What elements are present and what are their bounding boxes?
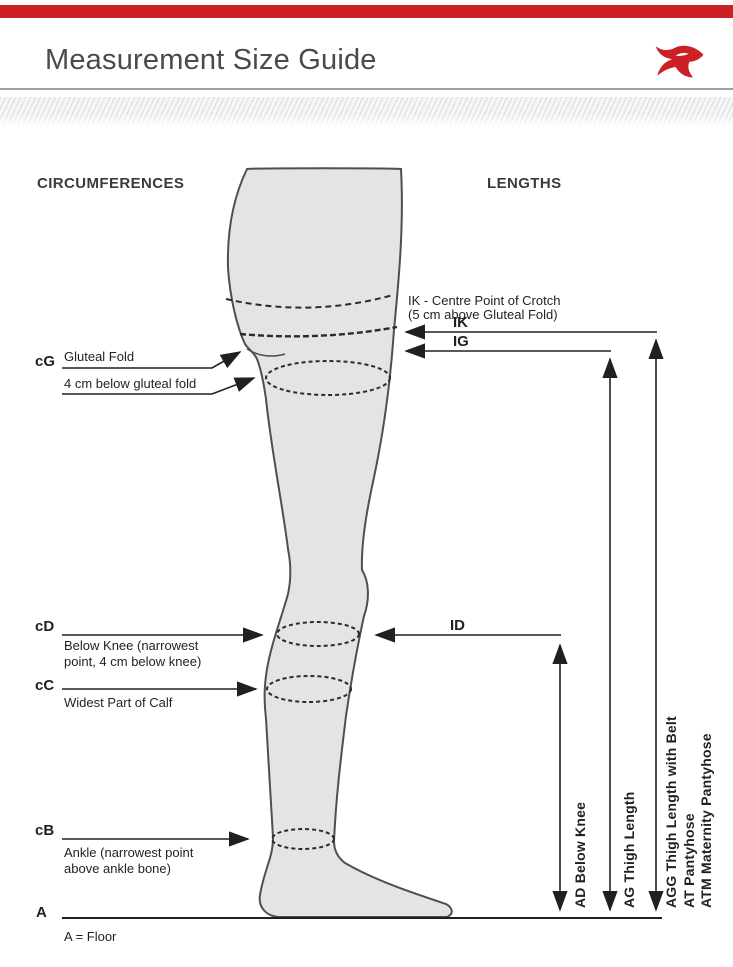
cC-ellipse	[266, 675, 352, 703]
below-gluteal-arrow	[62, 377, 256, 395]
striped-divider-band	[0, 97, 733, 127]
floor-code: A	[36, 904, 47, 921]
AGG-length-label: AGG Thigh Length with Belt	[663, 716, 679, 908]
cD-code: cD	[35, 618, 55, 635]
IK-note-line1: IK - Centre Point of Crotch	[408, 293, 561, 308]
page-header: Measurement Size Guide	[0, 18, 733, 90]
cD-label-line1: Below Knee (narrowest	[64, 638, 199, 653]
AT-length-label: AT Pantyhose	[681, 813, 697, 908]
gluteal-fold-crease	[246, 348, 286, 357]
AG-length-label: AG Thigh Length	[621, 791, 637, 908]
cB-label-line2: above ankle bone)	[64, 861, 171, 876]
ID-code: ID	[450, 617, 465, 634]
cG-label-gluteal-fold: Gluteal Fold	[64, 349, 135, 364]
cD-ellipse	[276, 621, 360, 647]
IG-code: IG	[453, 333, 469, 350]
cG-ellipse	[265, 360, 391, 396]
cB-ellipse	[271, 828, 335, 850]
cB-label: Ankle (narrowest point above ankle bone)	[64, 845, 193, 877]
cD-label-line2: point, 4 cm below knee)	[64, 654, 202, 669]
IK-code: IK	[453, 314, 468, 331]
cB-code: cB	[35, 822, 55, 839]
brand-swallow-logo-icon	[652, 40, 708, 80]
IK-note-line2: (5 cm above Gluteal Fold)	[408, 307, 558, 322]
hip-dashed-line	[225, 294, 394, 309]
cB-label-line1: Ankle (narrowest point	[64, 845, 194, 860]
cC-label: Widest Part of Calf	[64, 695, 173, 710]
page-title: Measurement Size Guide	[45, 44, 377, 76]
crotch-dashed-line	[239, 325, 398, 338]
cG-label-below-fold: 4 cm below gluteal fold	[64, 376, 197, 391]
top-accent-bar	[0, 5, 733, 18]
circumferences-heading: CIRCUMFERENCES	[37, 175, 185, 192]
AD-length-label: AD Below Knee	[572, 801, 588, 908]
gluteal-fold-arrow	[62, 351, 242, 369]
cC-code: cC	[35, 677, 55, 694]
ATM-length-label: ATM Maternity Pantyhose	[698, 733, 714, 908]
cG-code: cG	[35, 353, 56, 370]
floor-label: A = Floor	[64, 929, 117, 944]
leg-silhouette	[226, 167, 453, 919]
cD-label: Below Knee (narrowest point, 4 cm below …	[64, 638, 201, 670]
lengths-heading: LENGTHS	[487, 175, 562, 192]
